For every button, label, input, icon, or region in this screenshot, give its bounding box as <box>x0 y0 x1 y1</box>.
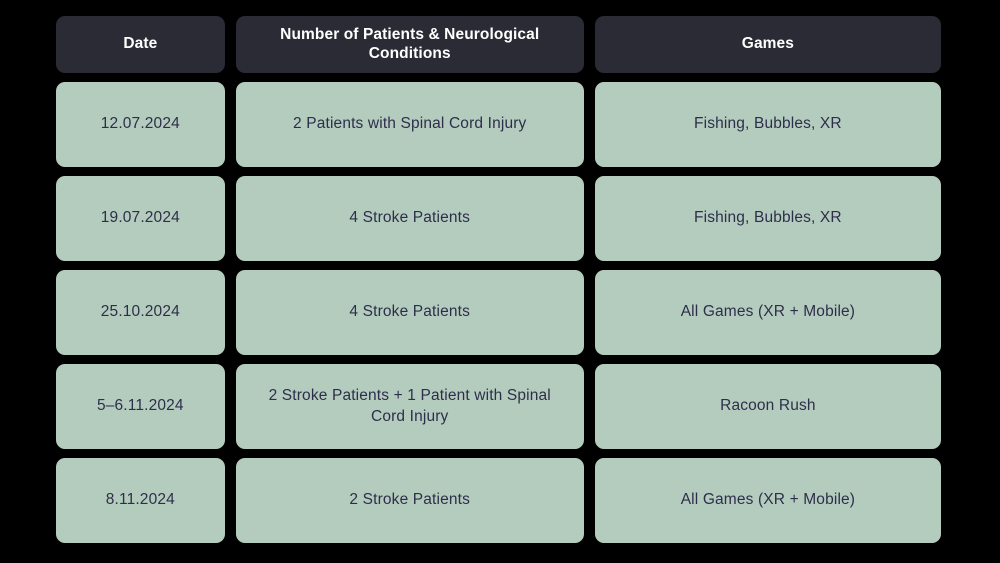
cell-date: 8.11.2024 <box>56 458 225 543</box>
cell-date: 5–6.11.2024 <box>56 364 225 449</box>
cell-date: 19.07.2024 <box>56 176 225 261</box>
table-row: 19.07.2024 4 Stroke Patients Fishing, Bu… <box>56 176 941 261</box>
cell-patients: 2 Stroke Patients <box>235 458 584 543</box>
cell-date-value: 25.10.2024 <box>100 303 180 321</box>
cell-date-value: 19.07.2024 <box>100 209 180 227</box>
cell-patients-value: 4 Stroke Patients <box>349 209 471 227</box>
cell-date-value: 8.11.2024 <box>105 491 175 509</box>
cell-games: All Games (XR + Mobile) <box>594 270 941 355</box>
table-row: 8.11.2024 2 Stroke Patients All Games (X… <box>56 458 941 543</box>
column-header-date: Date <box>56 16 225 73</box>
cell-patients-value: 4 Stroke Patients <box>349 303 471 321</box>
cell-date: 25.10.2024 <box>56 270 225 355</box>
column-header-games: Games <box>594 16 941 73</box>
sessions-table: Date Number of Patients & Neurological C… <box>56 16 941 543</box>
cell-games-value: Fishing, Bubbles, XR <box>694 115 842 133</box>
cell-games-value: Racoon Rush <box>720 397 816 415</box>
cell-patients-value: 2 Patients with Spinal Cord Injury <box>293 115 527 133</box>
cell-patients: 2 Patients with Spinal Cord Injury <box>235 82 584 167</box>
cell-date-value: 12.07.2024 <box>100 115 180 133</box>
cell-games-value: All Games (XR + Mobile) <box>680 303 856 321</box>
column-header-patients-label: Number of Patients & Neurological Condit… <box>280 25 540 62</box>
cell-games-value: All Games (XR + Mobile) <box>680 491 856 509</box>
column-header-patients: Number of Patients & Neurological Condit… <box>235 16 584 73</box>
cell-games-value: Fishing, Bubbles, XR <box>694 209 842 227</box>
cell-patients: 2 Stroke Patients + 1 Patient with Spina… <box>235 364 584 449</box>
table-row: 25.10.2024 4 Stroke Patients All Games (… <box>56 270 941 355</box>
table-header-row: Date Number of Patients & Neurological C… <box>56 16 941 73</box>
cell-patients: 4 Stroke Patients <box>235 176 584 261</box>
cell-date-value: 5–6.11.2024 <box>96 397 184 415</box>
cell-date: 12.07.2024 <box>56 82 225 167</box>
table-row: 12.07.2024 2 Patients with Spinal Cord I… <box>56 82 941 167</box>
table-row: 5–6.11.2024 2 Stroke Patients + 1 Patien… <box>56 364 941 449</box>
column-header-date-label: Date <box>123 35 158 53</box>
cell-patients-value: 2 Stroke Patients + 1 Patient with Spina… <box>268 387 551 425</box>
column-header-games-label: Games <box>741 35 794 53</box>
cell-games: Fishing, Bubbles, XR <box>594 176 941 261</box>
cell-games: All Games (XR + Mobile) <box>594 458 941 543</box>
cell-games: Fishing, Bubbles, XR <box>594 82 941 167</box>
cell-patients-value: 2 Stroke Patients <box>349 491 471 509</box>
cell-patients: 4 Stroke Patients <box>235 270 584 355</box>
cell-games: Racoon Rush <box>594 364 941 449</box>
